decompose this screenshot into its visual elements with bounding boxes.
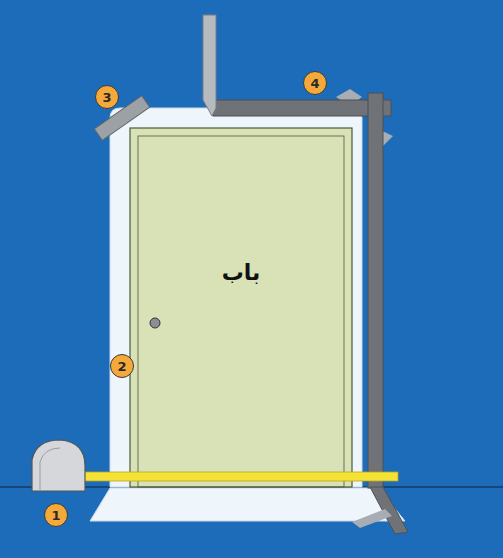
top-marker [203,15,216,116]
callout-number: 2 [117,360,126,373]
tape-measure-case [32,440,85,491]
brace-leg [370,487,408,534]
door-inset [138,136,344,487]
door-panel [130,128,352,487]
callout-circle: 1 [44,503,68,527]
brace-foot [352,509,392,528]
door-trim [110,108,362,487]
callout-circle: 3 [95,85,119,109]
measuring-tape [80,472,398,481]
callout-circle: 4 [303,71,327,95]
callout-circle: 2 [110,354,134,378]
callout-number: 1 [51,509,60,522]
door-knob [150,318,160,328]
door-label: باب [222,260,261,285]
tape-case-detail [40,448,60,491]
callout-number: 4 [310,77,319,90]
threshold [90,488,405,521]
door-box: باب [138,136,344,487]
level-side-bar [368,93,383,488]
level-top-bar [213,100,391,116]
callout-number: 3 [102,91,111,104]
